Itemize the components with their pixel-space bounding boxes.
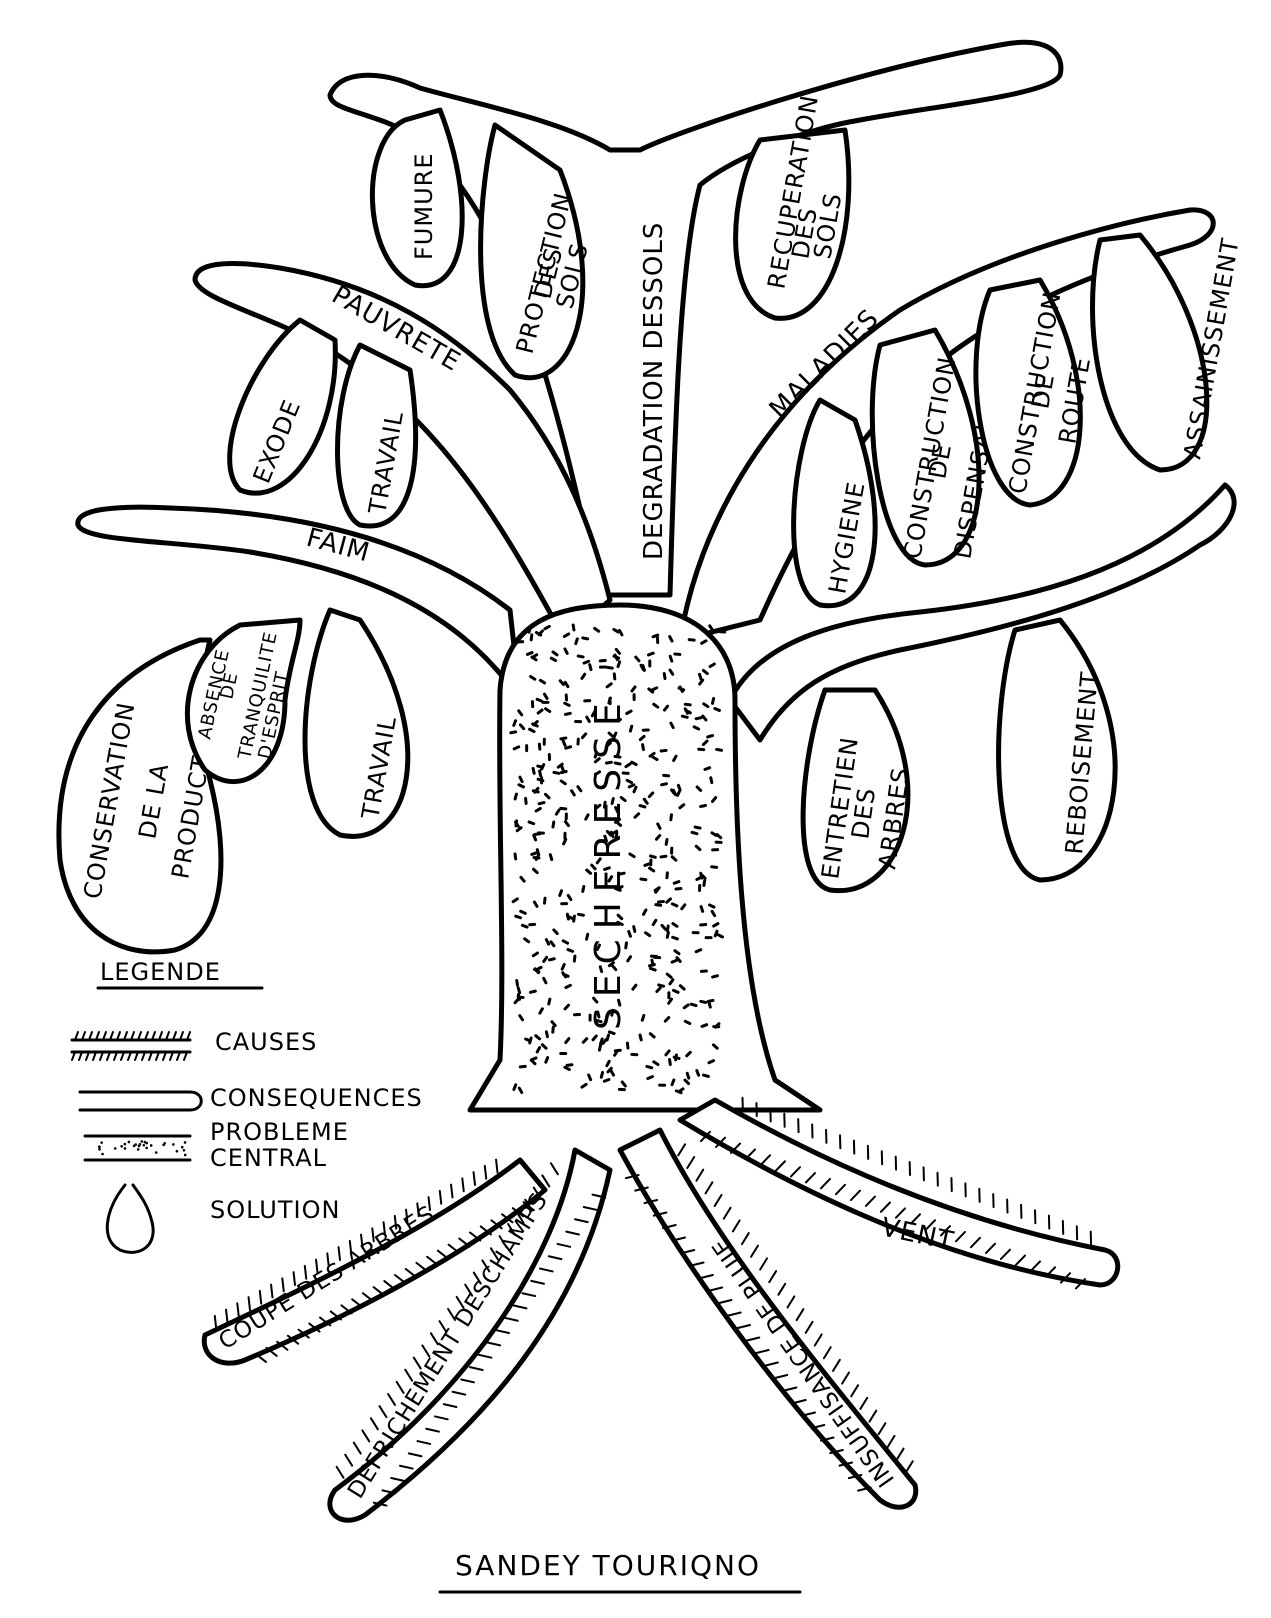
fruit-exode: EXODE <box>230 320 336 493</box>
legend-probleme-label-2: CENTRAL <box>210 1144 327 1172</box>
fruit-travail-lower: TRAVAIL <box>305 610 408 836</box>
branch-top-label: DEGRADATION DESSOLS <box>639 222 669 560</box>
legend-solution-label: SOLUTION <box>210 1196 340 1224</box>
legend-solution-symbol <box>107 1185 153 1252</box>
fruit-travail-upper: TRAVAIL <box>338 345 416 526</box>
fruit-assainissement: ASSAINISSEMENT <box>1093 235 1245 470</box>
fruit-fumure: FUMURE <box>372 110 462 286</box>
legend-consequences-symbol <box>80 1092 201 1110</box>
legend-causes-symbol <box>72 1032 190 1060</box>
legend: LEGENDE CAUSES CONSEQUENCES PROBLEME CEN… <box>72 958 423 1252</box>
fruit-route: CONSTRUCTION DE ROUTE <box>976 280 1096 505</box>
legend-consequences-label: CONSEQUENCES <box>210 1084 423 1112</box>
root-pluie-label: INSUFFISANCE DE PLUIE <box>707 1232 900 1492</box>
legend-probleme-label-1: PROBLEME <box>210 1118 349 1146</box>
legend-probleme-symbol <box>85 1136 190 1160</box>
fruit-entretien: ENTRETIEN DES ARBRES <box>803 690 915 891</box>
fruit-fumure-label: FUMURE <box>410 153 438 260</box>
author-label: SANDEY TOURIQNO <box>455 1549 761 1582</box>
legend-causes-label: CAUSES <box>215 1028 317 1056</box>
legend-title: LEGENDE <box>100 958 221 986</box>
fruit-reboisement: REBOISEMENT <box>999 620 1116 880</box>
trunk-label: SECHERESSE <box>588 693 629 1030</box>
